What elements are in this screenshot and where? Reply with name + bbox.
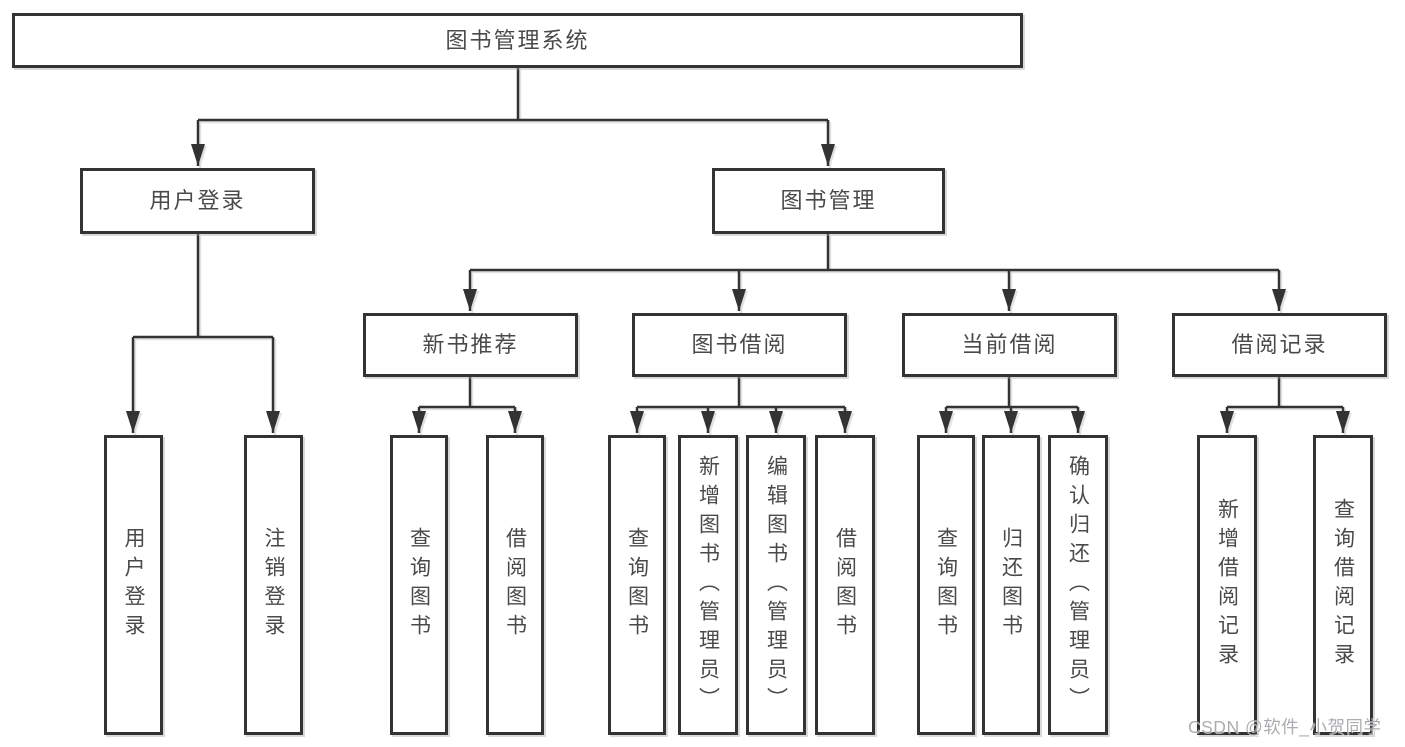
leaf-borrow-books: 借阅图书	[815, 435, 875, 735]
leaf-query-books-current: 查询图书	[917, 435, 975, 735]
leaf-user-login: 用户登录	[104, 435, 163, 735]
node-library-management-system: 图书管理系统	[12, 13, 1023, 68]
leaf-query-books-recommend: 查询图书	[390, 435, 448, 735]
leaf-confirm-return-admin: 确认归还（管理员）	[1048, 435, 1108, 735]
node-book-management: 图书管理	[712, 168, 945, 234]
leaf-borrow-books-recommend: 借阅图书	[486, 435, 544, 735]
leaf-query-books-borrow: 查询图书	[608, 435, 666, 735]
leaf-return-book: 归还图书	[982, 435, 1040, 735]
node-new-book-recommend: 新书推荐	[363, 313, 578, 377]
leaf-add-book-admin: 新增图书（管理员）	[678, 435, 738, 735]
node-borrow-record: 借阅记录	[1172, 313, 1387, 377]
leaf-query-borrow-record: 查询借阅记录	[1313, 435, 1373, 735]
node-user-login: 用户登录	[80, 168, 315, 234]
leaf-add-borrow-record: 新增借阅记录	[1197, 435, 1257, 735]
leaf-logout: 注销登录	[244, 435, 303, 735]
leaf-edit-book-admin: 编辑图书（管理员）	[746, 435, 806, 735]
csdn-watermark: CSDN @软件_小贺同学	[1188, 717, 1382, 737]
node-book-borrow: 图书借阅	[632, 313, 847, 377]
node-current-borrow: 当前借阅	[902, 313, 1117, 377]
